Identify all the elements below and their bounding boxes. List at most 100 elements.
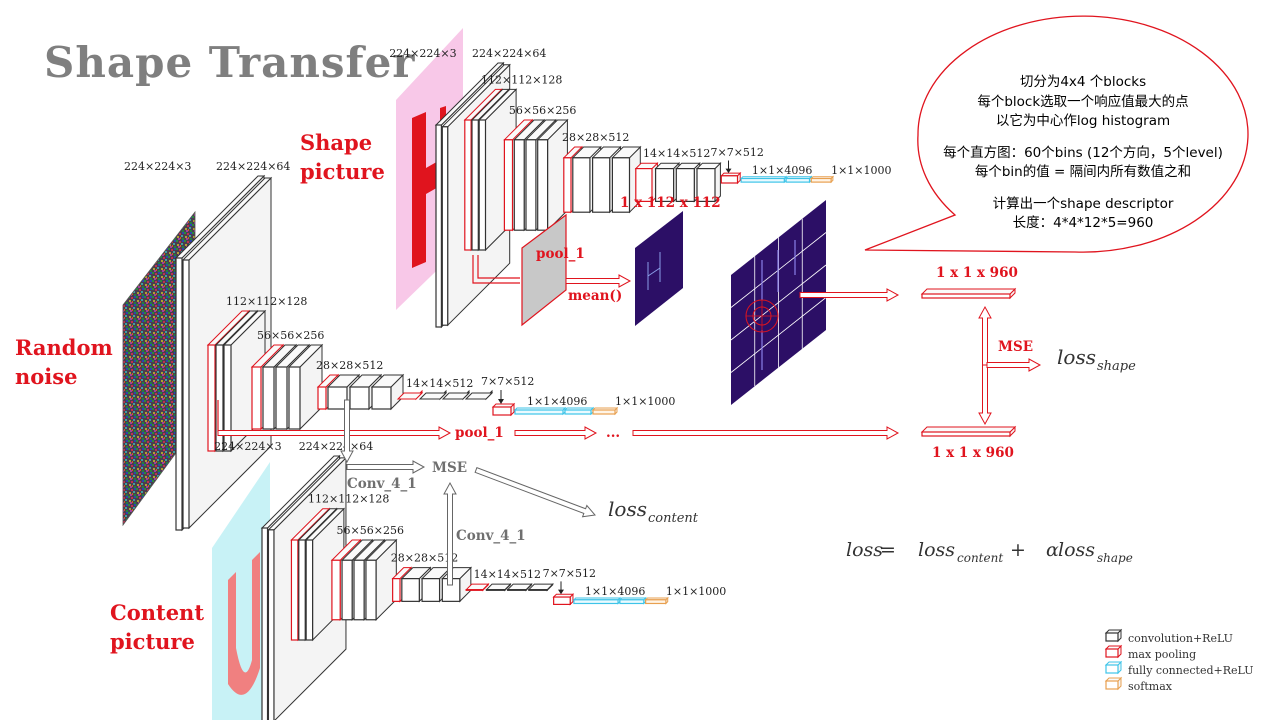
random-noise-label-line2: noise [15,364,78,389]
shape-network-pool2 [503,139,514,231]
mse-mid-arrow-in [346,460,426,474]
shape-network-conv4-2 [611,157,631,213]
legend-label-0: convolution+ReLU [1128,632,1233,645]
noise-network-dim-conv3: 56×56×256 [257,329,324,342]
content-network-pool5-pointer-head [558,589,564,595]
content-network-dim-conv3: 56×56×256 [337,524,404,537]
legend-swatch-1 [1105,648,1119,658]
mse-right-arrow-out [986,358,1042,372]
content-network-dim-input: 224×224×3 [214,440,281,453]
grid-glyph [761,240,796,370]
callout-line: 切分为4x4 个blocks [1019,74,1147,90]
content-network-conv1a [261,527,269,720]
noise-network-pool1 [207,344,216,452]
noise-network-pool2 [251,366,262,430]
noise-network-conv4-2 [371,386,392,410]
shape-network-pool4 [635,168,653,203]
callout-line: 每个bin的值 = 隔间内所有数值之和 [974,164,1192,180]
edge-map-glyph [647,252,661,290]
mse-mid-label: MSE [432,460,467,476]
shape-network-pool1 [464,119,472,251]
loss-shape-label: loss [1057,345,1096,369]
content-network-dim-pool5: 7×7×512 [543,567,596,580]
shape-network-conv5-1 [675,168,695,203]
noise-network-conv4-0 [327,386,348,410]
conv41-content-arrow-shape [443,481,457,586]
shape-picture-label-line2: picture [300,159,385,184]
formula-term2-sub: shape [1097,551,1133,565]
loss-content-label: loss [608,497,647,521]
loss-content-arrow [474,467,596,518]
noise-network-conv3-1 [275,366,288,430]
noise-network-dim-fc2: 1×1×1000 [615,395,675,408]
callout-line: 每个直方图：60个bins (12个方向，5个level) [943,144,1223,161]
descriptor-arrow [799,288,900,302]
noise-network-conv5-1-top [441,392,471,400]
callout-text: 切分为4x4 个blocks 每个block选取一个响应值最大的点 以它为中心作… [918,73,1248,234]
vector-top-label: 1 x 1 x 960 [936,265,1018,281]
noise-network-conv2a [215,344,224,452]
content-network-conv5-0 [485,589,506,591]
grid-line-h [730,297,827,373]
random-noise-label: Random noise [15,333,113,391]
conv41-noise-arrow-shape [340,399,354,464]
content-network-conv3-2 [365,559,377,621]
legend-label-3: softmax [1128,680,1173,693]
noise-pool1-arrow-b [514,426,598,440]
noise-network-pool4-top [396,392,424,400]
formula-eq: = [880,539,896,561]
content-network-dim-fc2: 1×1×1000 [666,585,726,598]
mse-right-arrow-down-shape [978,364,992,426]
mse-right-arrow-out-shape [986,358,1042,372]
vector-top [921,293,1011,299]
noise-network-pool3 [317,386,327,410]
shape-h-glyph [412,106,446,268]
shape-network-dim-fc1: 1×1×4096 [752,164,812,177]
shape-network-fc2 [785,177,811,183]
shape-network-conv5-0 [654,168,675,203]
content-picture-label-line1: Content [110,600,205,625]
content-network-dim-conv2: 112×112×128 [308,493,389,506]
mse-right-arrow-up-shape [978,305,992,366]
noise-network-pool5 [492,406,512,416]
legend-label-2: fully connected+ReLU [1128,664,1253,677]
content-network-conv3-0 [341,559,353,621]
grid-line-h [730,264,827,341]
conv41-noise-arrow [340,399,354,464]
content-network-conv4-1 [421,578,441,602]
noise-network-conv1a [175,257,183,531]
shape-network-dim-conv3: 56×56×256 [509,104,576,117]
content-network-dim-conv5: 14×14×512 [474,568,541,581]
noise-network-dim-conv4: 28×28×512 [316,359,383,372]
mse-right-label: MSE [998,339,1033,355]
callout-spacer [918,183,1248,195]
formula-alpha: α [1046,539,1059,561]
shape-network-conv1b [441,126,449,326]
legend-swatch-0 [1105,632,1119,642]
noise-pool1-label: pool_1 [455,425,504,441]
conv41-content-arrow [443,481,457,586]
mse-mid-arrow-in-shape [346,460,426,474]
mse-right-arrow-up [978,305,992,366]
vector-bottom [921,431,1011,437]
noise-network-dim-input: 224×224×3 [124,160,191,173]
formula-term2: loss [1058,539,1095,561]
noise-network-conv3-0 [262,366,275,430]
descriptor-arrow-shape [799,288,900,302]
noise-network-fc2 [564,409,592,415]
shape-network-dim-conv4: 28×28×512 [562,131,629,144]
loss-shape-subscript: shape [1097,359,1136,374]
loss-content-subscript: content [648,511,699,526]
content-network-conv2b [305,539,314,641]
shape-network-conv3-1 [525,139,537,231]
pool1-connector-inner [477,255,520,279]
slide-title: Shape Transfer [44,38,416,87]
callout-line: 计算出一个shape descriptor [992,195,1174,212]
shape-network-conv4-1 [591,157,611,213]
